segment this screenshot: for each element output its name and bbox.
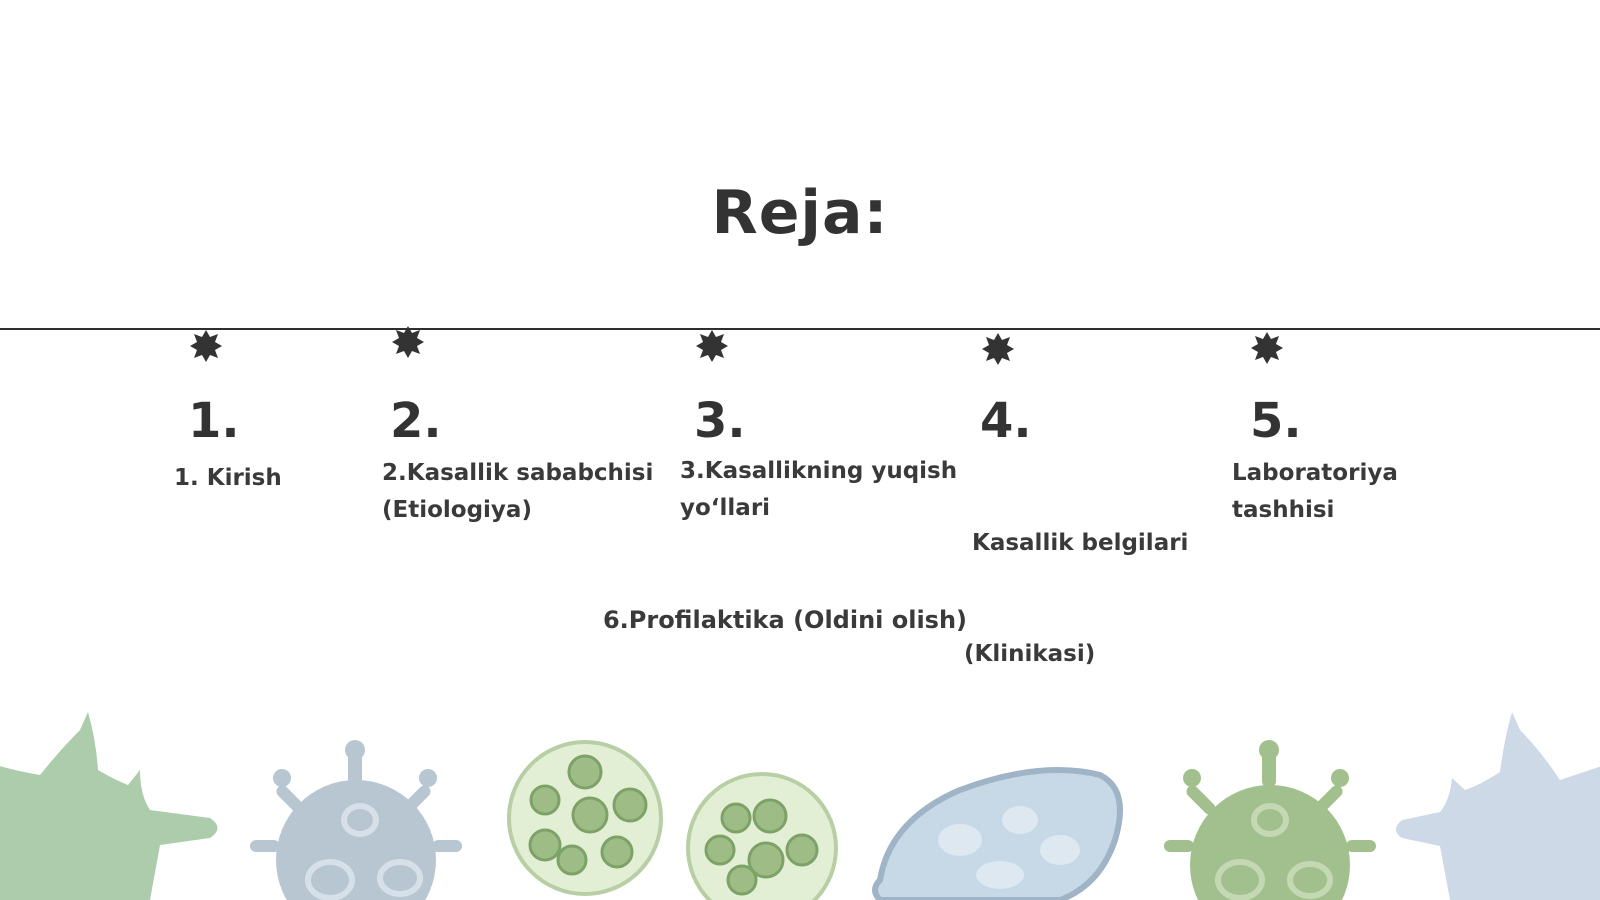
step-3-label-line-2: yo‘llari (680, 495, 771, 521)
step-3-label-line-1: 3.Kasallikning yuqish (680, 458, 958, 484)
germ-illustrations (0, 712, 1600, 900)
step-4-number: 4. (980, 393, 1032, 449)
step-4-label-line-1: Kasallik belgilari (964, 530, 1189, 556)
extra-plan-item: 6.Profilaktika (Oldini olish) (602, 606, 968, 634)
cell-cluster-icon (686, 772, 838, 900)
step-5-star-icon (1251, 332, 1283, 364)
light-blue-bacterium-icon (872, 767, 1123, 900)
step-1-label: 1. Kirish (174, 460, 282, 497)
step-5-label: Laboratoriya tashhisi (1232, 455, 1398, 529)
blue-grey-virus-icon (250, 740, 462, 900)
step-1-label-line-1: 1. Kirish (174, 465, 282, 491)
step-2-label-line-1: 2.Kasallik sababchisi (382, 460, 654, 486)
olive-virus-icon (1164, 740, 1376, 900)
step-4-star-icon (982, 333, 1014, 365)
timeline-line (0, 328, 1600, 330)
step-3-label: 3.Kasallikning yuqish yo‘llari (680, 453, 957, 527)
step-1-number: 1. (188, 393, 240, 449)
step-4-label-line-2: (Klinikasi) (964, 641, 1096, 667)
step-2-label-line-2: (Etiologiya) (382, 497, 532, 523)
step-5-label-line-1: Laboratoriya (1232, 460, 1398, 486)
step-2-star-icon (392, 326, 424, 358)
green-spiky-germ-icon (0, 712, 218, 900)
slide-title: Reja: (711, 178, 889, 248)
step-5-label-line-2: tashhisi (1232, 497, 1335, 523)
cell-cluster-icon (507, 740, 663, 896)
step-3-number: 3. (694, 393, 746, 449)
step-2-label: 2.Kasallik sababchisi (Etiologiya) (382, 455, 653, 529)
step-5-number: 5. (1250, 393, 1302, 449)
step-2-number: 2. (390, 393, 442, 449)
step-1-star-icon (190, 330, 222, 362)
step-3-star-icon (696, 330, 728, 362)
step-4-label: Kasallik belgilari (Klinikasi) (964, 451, 1188, 747)
pale-blue-spiky-germ-icon (1396, 712, 1600, 900)
